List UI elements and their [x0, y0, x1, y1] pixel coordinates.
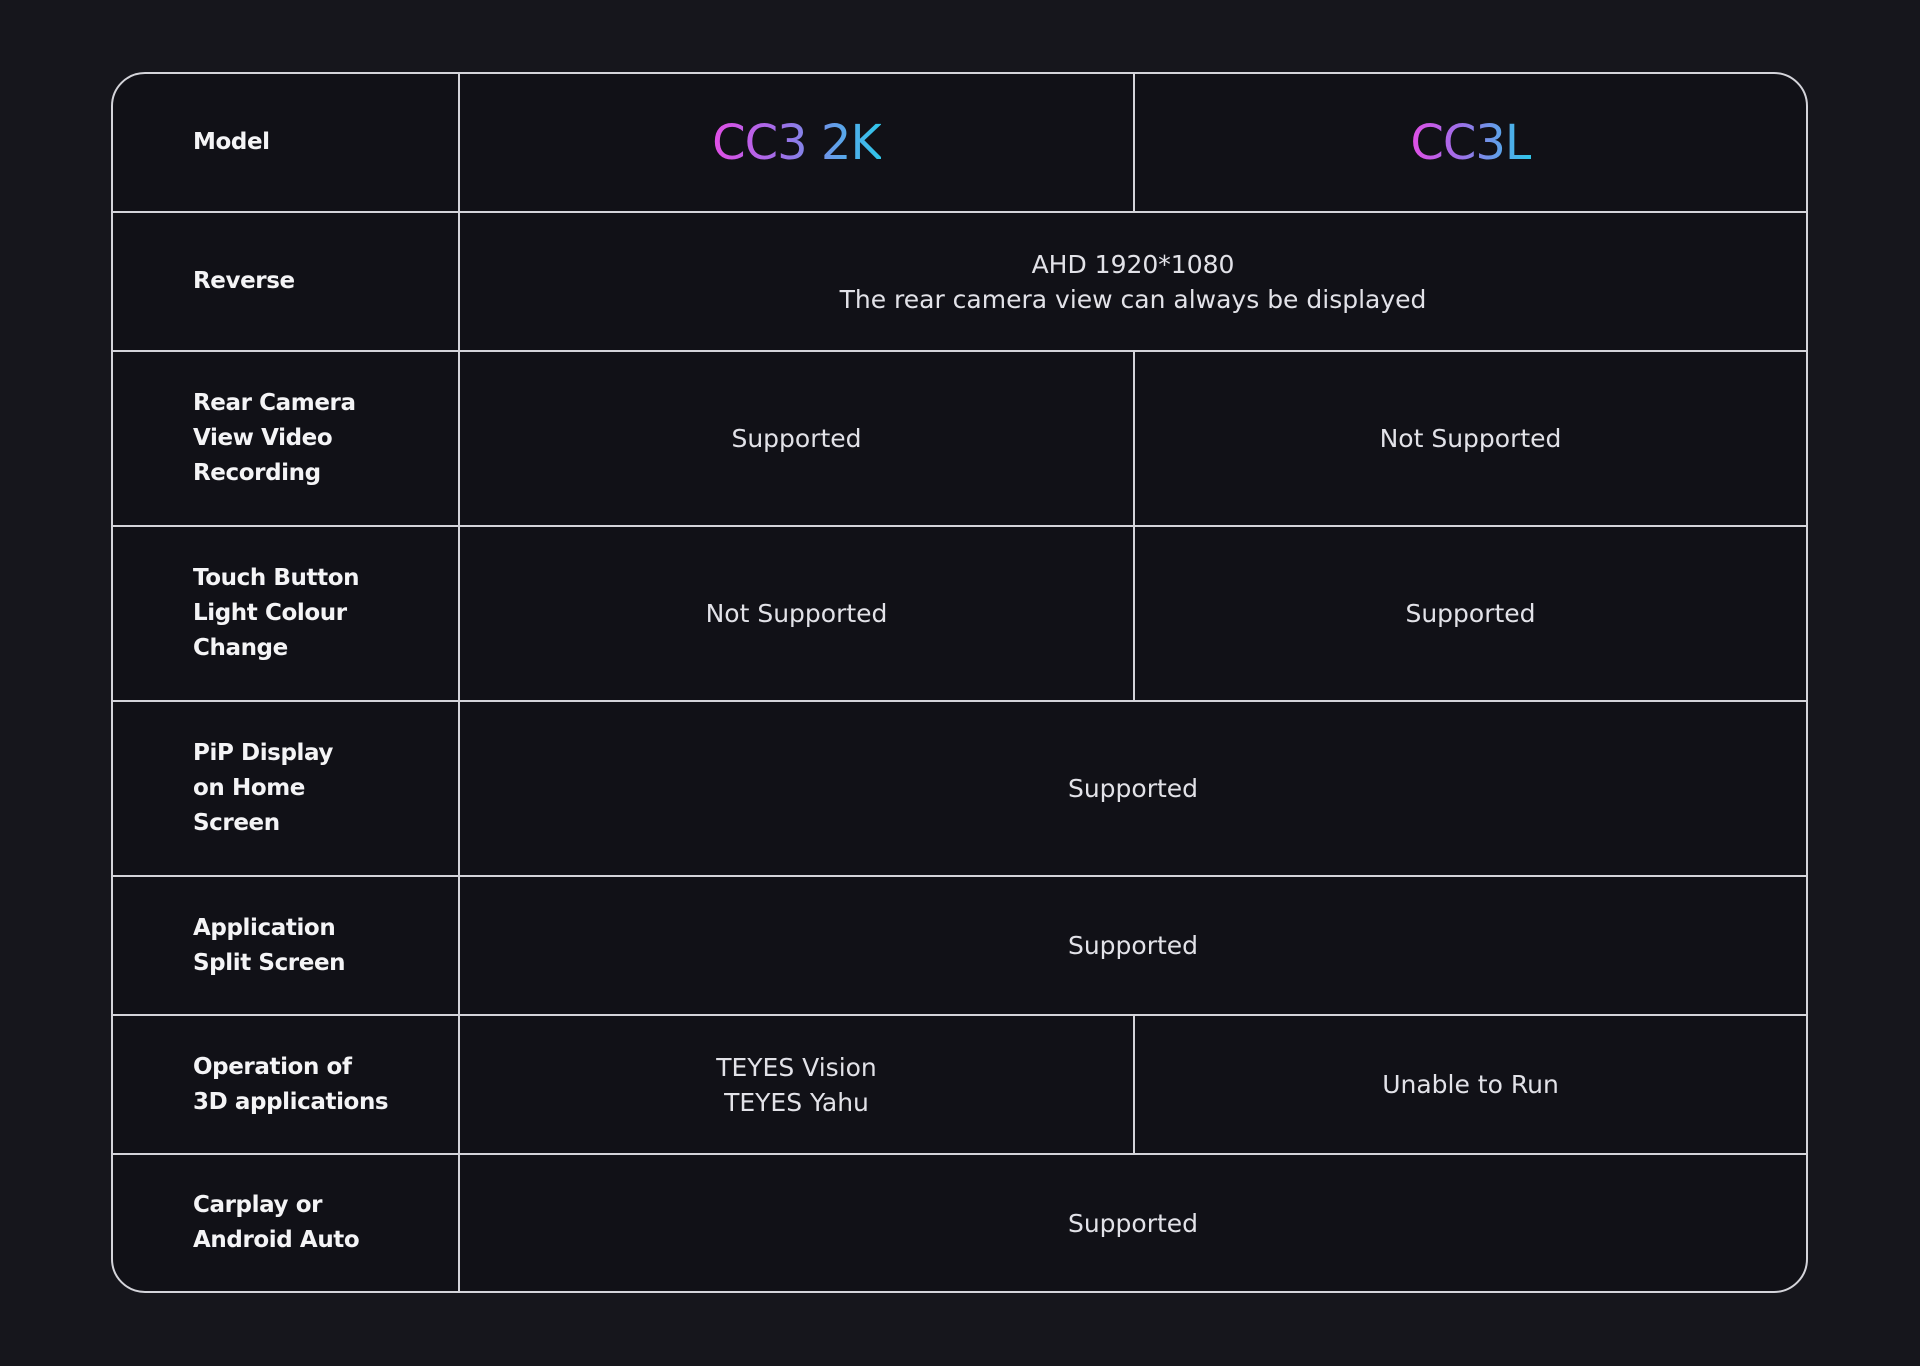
row-label-pip-display: PiP Display on Home Screen [113, 702, 460, 877]
model-name-cc3-2k: CC3 2K [460, 74, 1135, 213]
model-name-cc3l: CC3L [1135, 74, 1806, 213]
row-label-rear-camera-recording: Rear Camera View Video Recording [113, 352, 460, 527]
row-label-carplay-android-auto: Carplay or Android Auto [113, 1155, 460, 1291]
value-rear-camera-recording-cc3l: Not Supported [1135, 352, 1806, 527]
value-split-screen-shared: Supported [460, 877, 1806, 1016]
value-rear-camera-recording-cc3-2k: Supported [460, 352, 1135, 527]
model-name-cc3l-text: CC3L [1410, 114, 1531, 171]
value-3d-applications-cc3l: Unable to Run [1135, 1016, 1806, 1155]
value-touch-button-light-cc3-2k: Not Supported [460, 527, 1135, 702]
header-label-model: Model [113, 74, 460, 213]
comparison-table: Model CC3 2K CC3L Reverse AHD 1920*1080 … [111, 72, 1808, 1293]
row-label-reverse: Reverse [113, 213, 460, 352]
row-label-3d-applications: Operation of 3D applications [113, 1016, 460, 1155]
row-label-split-screen: Application Split Screen [113, 877, 460, 1016]
value-carplay-android-auto-shared: Supported [1067, 1208, 1199, 1238]
value-pip-display-shared: Supported [460, 702, 1806, 877]
row-label-touch-button-light: Touch Button Light Colour Change [113, 527, 460, 702]
model-name-cc3-2k-text: CC3 2K [712, 114, 882, 171]
value-reverse-shared: AHD 1920*1080 The rear camera view can a… [460, 213, 1806, 352]
value-3d-applications-cc3-2k: TEYES Vision TEYES Yahu [460, 1016, 1135, 1155]
value-touch-button-light-cc3l: Supported [1135, 527, 1806, 702]
